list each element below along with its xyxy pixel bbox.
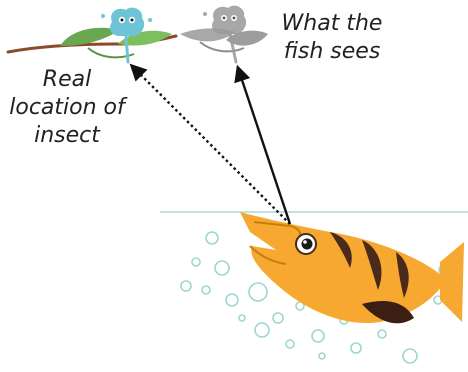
real-location-line-3: insect xyxy=(0,122,134,150)
apparent-sight-line-arrow xyxy=(238,68,290,224)
what-fish-sees-line-1: What the xyxy=(262,10,402,38)
what-fish-sees-label: What the fish sees xyxy=(262,10,402,66)
what-fish-sees-line-2: fish sees xyxy=(262,38,402,66)
real-location-label: Real location of insect xyxy=(0,66,134,150)
real-location-line-2: location of xyxy=(0,94,134,122)
archer-fish-illustration xyxy=(240,212,464,323)
real-branch xyxy=(8,28,176,58)
real-sight-line-arrow xyxy=(132,66,290,224)
real-location-line-1: Real xyxy=(0,66,134,94)
